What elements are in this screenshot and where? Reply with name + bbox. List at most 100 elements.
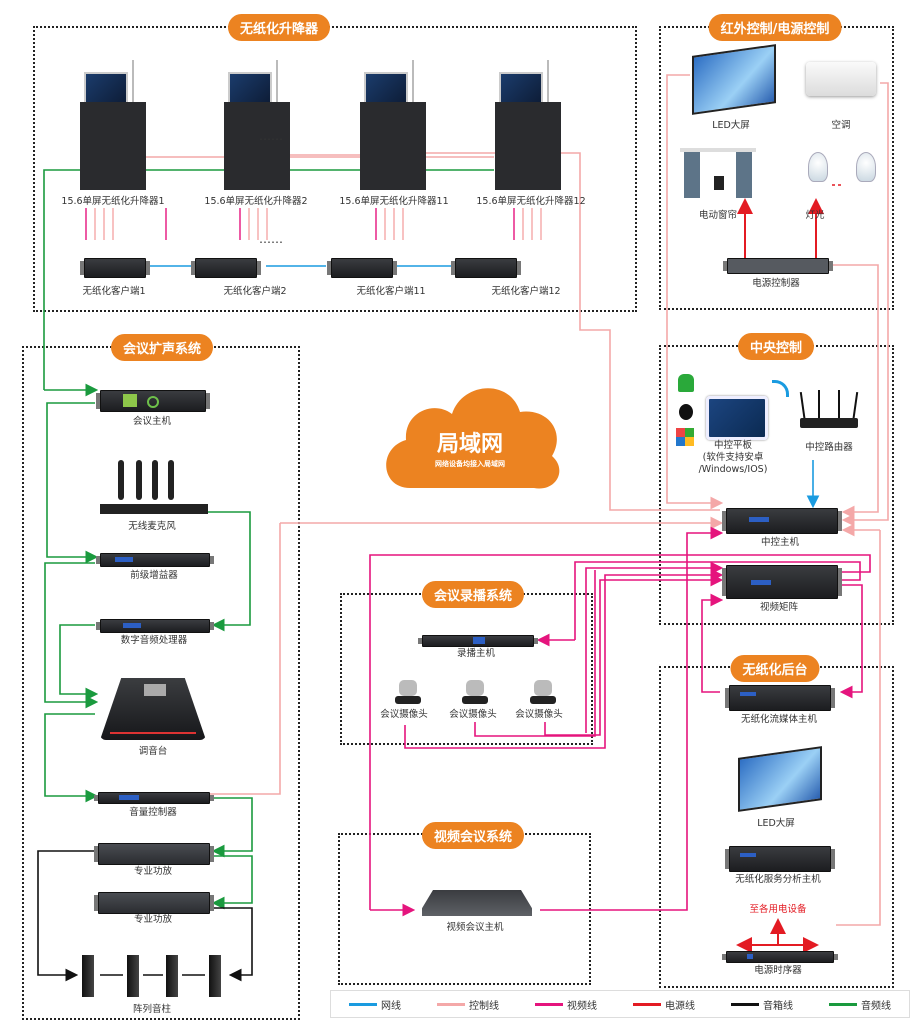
wireless-mic-device bbox=[100, 460, 208, 516]
legend-item-control: 控制线 bbox=[437, 997, 499, 1012]
client-device-2 bbox=[191, 258, 261, 278]
lifter-label-2: 15.6单屏无纸化升降器2 bbox=[204, 196, 308, 207]
legend-item-network: 网线 bbox=[349, 997, 401, 1012]
video-conf-host-label: 视频会议主机 bbox=[446, 922, 504, 933]
lifter-device-1 bbox=[80, 60, 146, 190]
curtain-icon bbox=[680, 148, 756, 198]
client-label-2: 无纸化客户端2 bbox=[223, 286, 287, 297]
wifi-icon bbox=[772, 380, 789, 397]
legend-swatch bbox=[437, 1002, 465, 1006]
wireless-mic-label: 无线麦克风 bbox=[128, 521, 176, 532]
legend-label: 音频线 bbox=[861, 1000, 891, 1012]
client-device-12 bbox=[451, 258, 521, 278]
legend-swatch bbox=[829, 1002, 857, 1006]
power-controller-device bbox=[723, 258, 833, 274]
volume-controller-label: 音量控制器 bbox=[129, 807, 177, 818]
legend-item-audio: 音频线 bbox=[829, 997, 891, 1012]
analysis-host-label: 无纸化服务分析主机 bbox=[735, 874, 821, 885]
light-bulb-icon bbox=[808, 152, 828, 182]
light-bulb-icon bbox=[856, 152, 876, 182]
lifter-device-12 bbox=[495, 60, 561, 190]
video-matrix-label: 视频矩阵 bbox=[759, 602, 799, 613]
apple-icon bbox=[679, 404, 693, 420]
conf-host-device bbox=[96, 390, 210, 412]
amp-device-1 bbox=[94, 843, 214, 865]
lifter-device-2 bbox=[224, 60, 290, 190]
lifter-label-11: 15.6单屏无纸化升降器11 bbox=[339, 196, 449, 207]
legend-swatch bbox=[535, 1002, 563, 1006]
legend-item-power: 电源线 bbox=[633, 997, 695, 1012]
legend-label: 控制线 bbox=[469, 1000, 499, 1012]
ir-light-label: 灯光 bbox=[805, 210, 825, 221]
camera-icon bbox=[530, 680, 556, 706]
preamp-device bbox=[96, 553, 214, 567]
backend-led-label: LED大屏 bbox=[757, 818, 795, 829]
tablet-label-note1: (软件支持安卓 bbox=[702, 452, 764, 463]
lifter-ellipsis: …… bbox=[259, 129, 283, 143]
air-conditioner-icon bbox=[806, 62, 876, 96]
windows-icon bbox=[676, 428, 694, 446]
section-tag-audio: 会议扩声系统 bbox=[110, 334, 214, 361]
section-tag-recording: 会议录播系统 bbox=[421, 581, 525, 608]
android-icon bbox=[678, 374, 694, 392]
section-tag-lifter: 无纸化升降器 bbox=[227, 14, 331, 41]
conf-host-label: 会议主机 bbox=[132, 416, 172, 427]
streaming-host-device bbox=[725, 685, 835, 711]
preamp-label: 前级增益器 bbox=[130, 570, 178, 581]
camera-label-3: 会议摄像头 bbox=[515, 709, 563, 720]
legend-label: 音箱线 bbox=[763, 1000, 793, 1012]
camera-label-2: 会议摄像头 bbox=[449, 709, 497, 720]
power-controller-label: 电源控制器 bbox=[752, 278, 800, 289]
legend-label: 电源线 bbox=[665, 1000, 695, 1012]
section-tag-backend: 无纸化后台 bbox=[730, 655, 820, 682]
legend-label: 网线 bbox=[381, 1000, 401, 1012]
dsp-label: 数字音频处理器 bbox=[120, 635, 188, 646]
speaker-label: 阵列音柱 bbox=[132, 1004, 172, 1015]
tablet-label: 中控平板 (软件支持安卓 /Windows/IOS) bbox=[699, 440, 768, 476]
volume-controller-device bbox=[94, 792, 214, 804]
legend-item-speaker: 音箱线 bbox=[731, 997, 793, 1012]
lan-cloud-subtitle: 网络设备均接入局域网 bbox=[435, 460, 505, 468]
legend-swatch bbox=[633, 1002, 661, 1006]
video-conf-host-device bbox=[422, 890, 532, 916]
lifter-label-1: 15.6单屏无纸化升降器1 bbox=[61, 196, 165, 207]
router-label: 中控路由器 bbox=[805, 442, 853, 453]
legend: 网线 控制线 视频线 电源线 音箱线 音频线 bbox=[330, 990, 910, 1018]
streaming-host-label: 无纸化流媒体主机 bbox=[740, 714, 818, 725]
lifter-label-12: 15.6单屏无纸化升降器12 bbox=[476, 196, 586, 207]
ir-ac-label: 空调 bbox=[831, 120, 851, 131]
central-host-device bbox=[722, 508, 842, 534]
section-tag-video-conf: 视频会议系统 bbox=[421, 822, 525, 849]
dsp-device bbox=[96, 619, 214, 633]
tablet-label-title: 中控平板 bbox=[713, 440, 753, 451]
amp-device-2 bbox=[94, 892, 214, 914]
router-icon bbox=[796, 390, 862, 432]
speaker-column-icon bbox=[82, 955, 94, 997]
power-sequencer-device bbox=[722, 951, 838, 963]
ir-led-label: LED大屏 bbox=[712, 120, 750, 131]
ir-curtain-label: 电动窗帘 bbox=[698, 210, 738, 221]
client-label-12: 无纸化客户端12 bbox=[491, 286, 561, 297]
speaker-column-icon bbox=[127, 955, 139, 997]
central-host-label: 中控主机 bbox=[760, 537, 800, 548]
camera-label-1: 会议摄像头 bbox=[380, 709, 428, 720]
lifter-device-11 bbox=[360, 60, 426, 190]
analysis-host-device bbox=[725, 846, 835, 872]
camera-icon bbox=[395, 680, 421, 706]
recording-host-label: 录播主机 bbox=[456, 648, 496, 659]
legend-swatch bbox=[731, 1002, 759, 1006]
camera-icon bbox=[462, 680, 488, 706]
mixer-label: 调音台 bbox=[138, 746, 168, 757]
wire-audio bbox=[43, 169, 494, 390]
client-device-1 bbox=[80, 258, 150, 278]
legend-swatch bbox=[349, 1002, 377, 1006]
legend-label: 视频线 bbox=[567, 1000, 597, 1012]
lan-cloud-title: 局域网 bbox=[436, 432, 504, 457]
client-ellipsis: …… bbox=[259, 232, 283, 246]
client-label-11: 无纸化客户端11 bbox=[356, 286, 426, 297]
tablet-label-note2: /Windows/IOS) bbox=[698, 464, 768, 475]
section-lifter bbox=[33, 26, 637, 312]
amp-label-1: 专业功放 bbox=[133, 866, 173, 877]
section-tag-central: 中央控制 bbox=[737, 333, 815, 360]
